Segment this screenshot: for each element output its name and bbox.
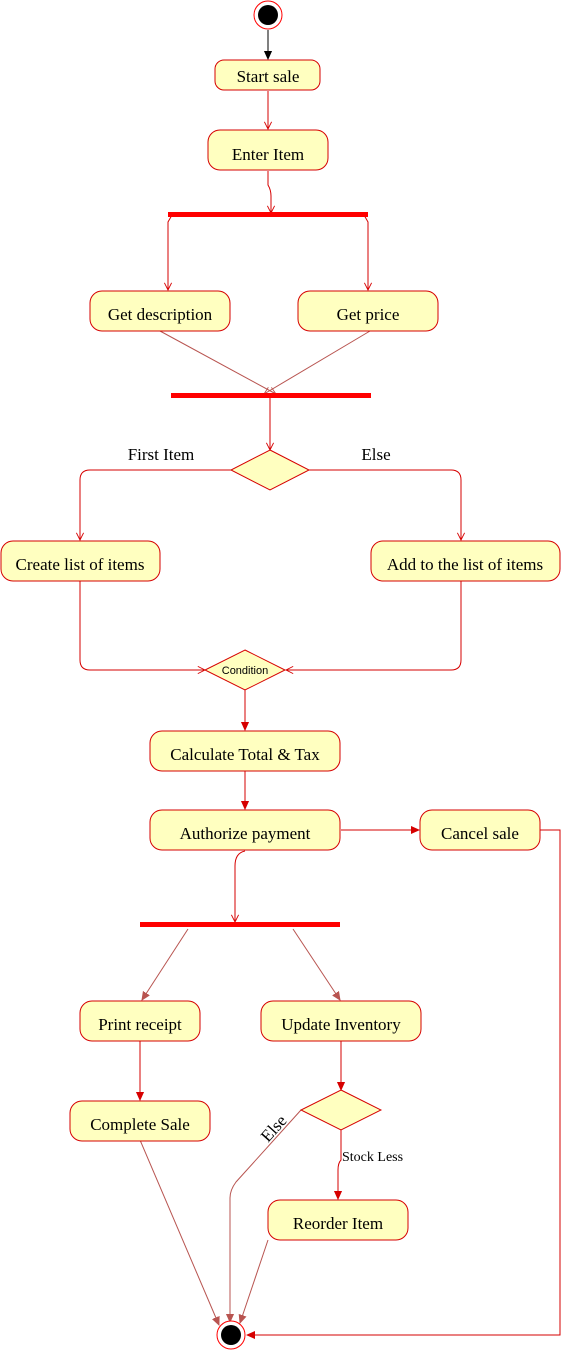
edge-reorder-to-final: [240, 1239, 269, 1323]
edge-get-price-to-join: [264, 330, 371, 394]
activity-complete-sale: Complete Sale: [69, 1100, 211, 1142]
activity-calculate-total: Calculate Total & Tax: [149, 730, 341, 772]
activity-enter-item-label: Enter Item: [232, 145, 304, 164]
decision-stock: [299, 1089, 383, 1131]
activity-get-description-label: Get description: [108, 305, 213, 324]
activity-cancel-sale-label: Cancel sale: [441, 824, 519, 843]
activity-update-inventory-label: Update Inventory: [281, 1015, 401, 1034]
activity-get-price-label: Get price: [337, 305, 400, 324]
activity-print-receipt: Print receipt: [79, 1000, 201, 1042]
activity-add-to-list: Add to the list of items: [370, 540, 561, 582]
edge-fork-to-get-description: [168, 214, 173, 290]
edge-label-else-1: Else: [361, 445, 390, 464]
edge-decision-to-create-list: [80, 469, 231, 540]
fork-bar-1: [168, 212, 368, 217]
edge-fork-to-get-price: [363, 214, 368, 290]
fork-bar-2: [140, 922, 340, 927]
activity-cancel-sale: Cancel sale: [419, 809, 541, 851]
activity-update-inventory: Update Inventory: [260, 1000, 422, 1042]
edge-add-to-list-to-condition: [286, 581, 462, 670]
activity-authorize-payment: Authorize payment: [149, 809, 341, 851]
activity-get-description: Get description: [89, 290, 231, 332]
activity-create-list-label: Create list of items: [16, 555, 145, 574]
activity-add-to-list-label: Add to the list of items: [387, 555, 543, 574]
decision-condition-label: Condition: [222, 665, 268, 677]
edge-label-else-2: Else: [257, 1111, 291, 1145]
edge-authorize-to-fork: [235, 850, 246, 922]
activity-create-list: Create list of items: [0, 540, 161, 582]
edge-cancel-to-final: [247, 829, 561, 1335]
edge-decision-to-add-to-list: [309, 469, 461, 540]
activity-calculate-total-label: Calculate Total & Tax: [170, 745, 320, 764]
edge-label-first-item: First Item: [128, 445, 195, 464]
edge-decision-else-to-final: [230, 1109, 302, 1322]
edge-label-stock-less: Stock Less: [342, 1150, 403, 1165]
activity-print-receipt-label: Print receipt: [98, 1015, 182, 1034]
edges: [79, 30, 561, 1335]
activity-reorder-item: Reorder Item: [267, 1199, 409, 1241]
edge-fork-to-print-receipt: [142, 928, 189, 1000]
activity-reorder-item-label: Reorder Item: [293, 1214, 383, 1233]
edge-enter-item-to-fork: [268, 171, 271, 213]
activity-complete-sale-label: Complete Sale: [90, 1115, 190, 1134]
edge-create-list-to-condition: [79, 581, 205, 670]
decision-first-item: [229, 449, 311, 491]
decision-condition: Condition: [203, 649, 287, 691]
activity-authorize-payment-label: Authorize payment: [180, 824, 311, 843]
edge-get-description-to-join: [159, 330, 276, 394]
activity-enter-item: Enter Item: [207, 129, 329, 171]
initial-node: [253, 0, 283, 30]
activity-start-sale-label: Start sale: [237, 67, 300, 86]
final-node: [216, 1320, 246, 1350]
activity-start-sale: Start sale: [214, 59, 321, 91]
edge-complete-to-final: [139, 1139, 219, 1325]
edge-decision-to-reorder: [338, 1130, 341, 1199]
join-bar-1: [171, 393, 371, 398]
activity-get-price: Get price: [297, 290, 439, 332]
edge-fork-to-update-inventory: [292, 928, 340, 1000]
